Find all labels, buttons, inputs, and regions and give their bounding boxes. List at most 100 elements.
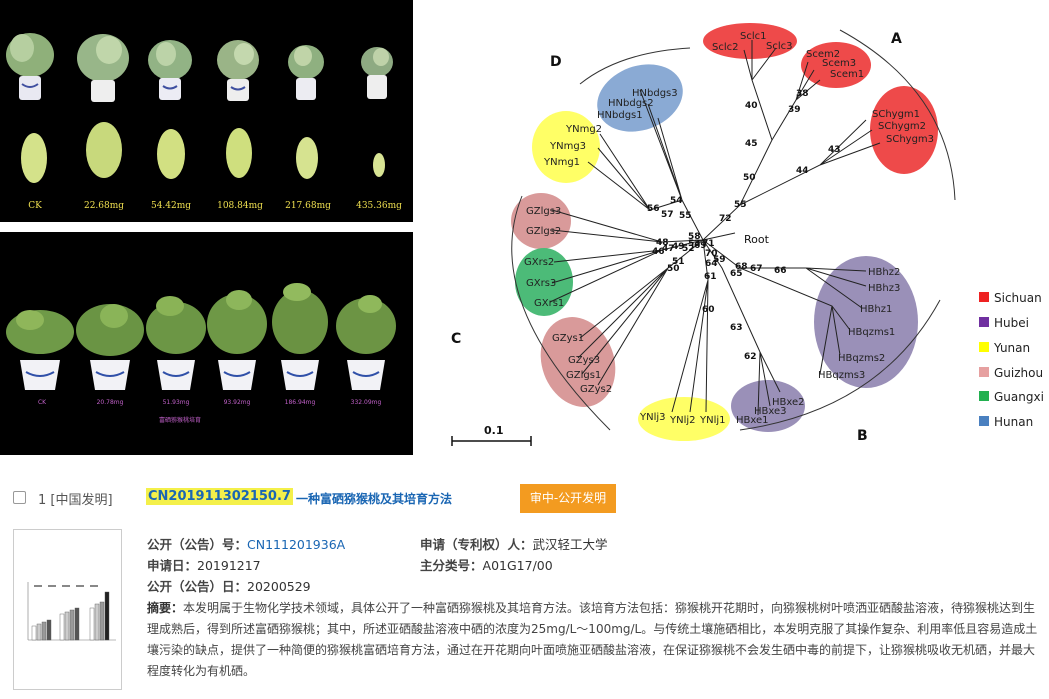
node-label: 45 <box>745 139 758 149</box>
dose-label: 93.92mg <box>224 399 251 406</box>
dose-label: 22.68mg <box>84 201 124 211</box>
legend-swatch <box>979 317 989 327</box>
pub-number-label: 公开（公告）号： <box>147 537 248 552</box>
leaf-label: Sclc2 <box>712 42 738 53</box>
legend-item: Guizhou <box>979 366 1043 380</box>
applicant-field: 申请（专利权）人：武汉轻工大学 <box>420 534 608 553</box>
dose-label: 217.68mg <box>285 201 331 211</box>
clade-letter: B <box>857 428 868 444</box>
node-label: 58 <box>688 232 701 242</box>
node-label: 69 <box>694 241 707 251</box>
group-ellipse-schygm <box>870 86 938 174</box>
applicant-value: 武汉轻工大学 <box>532 537 608 552</box>
legend-label: Yunan <box>993 341 1030 355</box>
node-label: 57 <box>661 210 674 220</box>
leaf-label: YNlj2 <box>669 415 696 426</box>
clade-letter: C <box>451 331 461 347</box>
clade-letter: D <box>550 54 562 70</box>
node-label: 43 <box>828 145 841 155</box>
leaf-label: HBhz2 <box>868 267 900 278</box>
leaf-label: HBqzms2 <box>838 353 885 364</box>
clade-arc-d <box>579 47 691 85</box>
node-label: 54 <box>670 196 683 206</box>
abstract-text: 本发明属于生物化学技术领域，具体公开了一种富硒猕猴桃及其培育方法。该培育方法包括… <box>147 601 1038 678</box>
node-label: 40 <box>745 101 758 111</box>
pub-date-label: 公开（公告）日： <box>147 579 248 594</box>
node-label: 67 <box>750 264 763 274</box>
leaf-label: Scem3 <box>822 58 856 69</box>
leaf-label: GZlgs3 <box>526 206 561 217</box>
leaf-label: SChygm1 <box>872 109 920 120</box>
leaf-label: Sclc1 <box>740 31 766 42</box>
lettuce-photo-drawing: CK 22.68mg 54.42mg 108.84mg 217.68mg 435… <box>6 33 402 211</box>
node-label: 53 <box>688 239 701 249</box>
pub-number-field: 公开（公告）号：CN111201936A <box>147 534 345 553</box>
group-ellipse-ynlj <box>638 397 730 441</box>
node-label: 60 <box>702 305 715 315</box>
node-label: 64 <box>705 259 718 269</box>
leaf-label: SChygm3 <box>886 134 934 145</box>
clade-arcs <box>511 29 956 431</box>
group-ellipse-hbxe <box>731 380 805 432</box>
phylogenetic-tree: Sclc1 Sclc2 Sclc3 Scem2 Scem3 Scem1 SChy… <box>425 0 1049 455</box>
pub-date-value: 20200529 <box>247 579 311 594</box>
patent-number-link[interactable]: CN201911302150.7 <box>146 488 293 505</box>
node-label: 56 <box>647 204 660 214</box>
leaf-label: YNmg1 <box>543 157 580 168</box>
tree-branches <box>549 40 881 416</box>
node-label: 59 <box>713 255 726 265</box>
node-label: 47 <box>662 244 675 254</box>
legend-swatch <box>979 367 989 377</box>
dose-label: 51.93mg <box>163 399 190 406</box>
scale-bar: 0.1 <box>451 424 532 446</box>
apply-date-field: 申请日：20191217 <box>147 555 261 574</box>
leaf-label: HBxe2 <box>772 397 805 408</box>
node-label: 62 <box>744 352 757 362</box>
leaf-label: HBqzms3 <box>818 370 865 381</box>
thumbnail-chart-icon <box>27 582 116 641</box>
patent-thumbnail[interactable] <box>13 529 122 690</box>
select-checkbox[interactable] <box>13 491 26 504</box>
node-label: 46 <box>652 247 665 257</box>
main-class-field: 主分类号：A01G17/00 <box>420 555 553 574</box>
dose-label: CK <box>28 201 42 211</box>
apply-date-value: 20191217 <box>197 558 261 573</box>
group-ellipse-ynmg <box>532 111 600 183</box>
dose-label: 186.94mg <box>285 399 316 406</box>
legend-swatch <box>979 342 989 352</box>
apply-date-label: 申请日： <box>147 558 198 573</box>
leaf-label: HBqzms1 <box>848 327 895 338</box>
leaf-label: HNbdgs3 <box>632 88 678 99</box>
tree-drawing: Sclc1 Sclc2 Sclc3 Scem2 Scem3 Scem1 SChy… <box>451 23 1044 446</box>
leaf-label: GZys3 <box>568 355 600 366</box>
leaf-label: GZlgs2 <box>526 226 561 237</box>
leaf-label: GZlgs1 <box>566 370 601 381</box>
main-class-label: 主分类号： <box>420 558 483 573</box>
patent-title-link[interactable]: 一种富硒猕猴桃及其培育方法 <box>296 492 453 506</box>
node-label: 61 <box>704 272 717 282</box>
legend-label: Hubei <box>994 316 1029 330</box>
legend-label: Guangxi <box>994 390 1044 404</box>
node-label: 65 <box>730 269 743 279</box>
leaf-label: YNlj3 <box>639 412 666 423</box>
node-label: 49 <box>672 242 685 252</box>
pub-number-value-link[interactable]: CN111201936A <box>247 537 346 552</box>
dose-label: 54.42mg <box>151 201 191 211</box>
leaf-label: GZys2 <box>580 384 612 395</box>
legend-item: Yunan <box>979 341 1030 355</box>
node-label: 50 <box>743 173 756 183</box>
node-label: 70 <box>705 249 718 259</box>
node-label: 52 <box>682 244 695 254</box>
root-label: Root <box>744 233 770 246</box>
group-ellipse-hnbdgs <box>597 64 683 132</box>
leaf-label: YNlj1 <box>699 415 726 426</box>
result-rank: 1 [中国发明] <box>38 493 113 508</box>
abstract: 摘要：本发明属于生物化学技术领域，具体公开了一种富硒猕猴桃及其培育方法。该培育方… <box>147 598 1043 682</box>
node-label: 63 <box>730 323 743 333</box>
node-label: 68 <box>735 262 748 272</box>
node-label: 44 <box>796 166 809 176</box>
group-ellipse-gzlgs <box>511 193 571 249</box>
clade-letter: A <box>891 31 902 47</box>
dose-label: 108.84mg <box>217 201 263 211</box>
leaf-label: Scem1 <box>830 69 864 80</box>
